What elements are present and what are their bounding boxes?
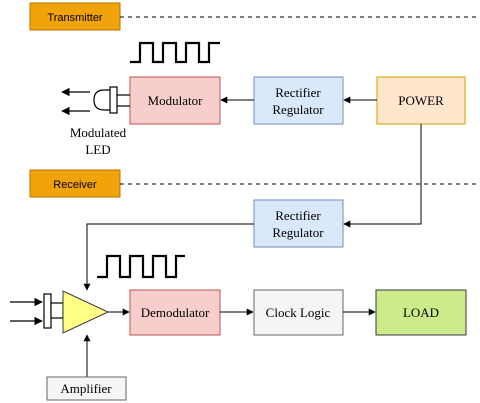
led-label-line1: Modulated bbox=[70, 125, 127, 140]
arrow-rx-rectifier-to-amplifier bbox=[83, 223, 254, 291]
power-block: POWER bbox=[376, 76, 466, 125]
transmitter-section-tag: Transmitter bbox=[29, 2, 121, 31]
amplifier-label: Amplifier bbox=[60, 381, 112, 396]
amplifier-triangle-icon bbox=[62, 290, 110, 334]
rx-regulator-label: Regulator bbox=[272, 225, 324, 240]
modulator-label: Modulator bbox=[148, 93, 204, 108]
power-label: POWER bbox=[398, 93, 444, 108]
led-label-line2: LED bbox=[85, 142, 110, 157]
clock-logic-block: Clock Logic bbox=[253, 289, 344, 336]
load-block: LOAD bbox=[375, 289, 467, 336]
transmitter-square-wave-icon bbox=[130, 41, 220, 64]
rx-rectifier-regulator-block: Rectifier Regulator bbox=[253, 199, 344, 248]
demodulator-label: Demodulator bbox=[141, 305, 210, 320]
amplifier-label-block: Amplifier bbox=[46, 376, 127, 401]
photodetector-icon bbox=[43, 293, 64, 329]
clock-logic-label: Clock Logic bbox=[266, 305, 331, 320]
tx-regulator-label: Regulator bbox=[272, 102, 324, 117]
load-label: LOAD bbox=[403, 305, 439, 320]
arrow-power-to-rx-rectifier bbox=[343, 124, 422, 228]
tx-rectifier-label: Rectifier bbox=[275, 85, 321, 100]
demodulator-block: Demodulator bbox=[129, 289, 221, 336]
led-icon bbox=[93, 86, 130, 114]
tx-rectifier-regulator-block: Rectifier Regulator bbox=[253, 76, 344, 125]
rx-rectifier-label: Rectifier bbox=[275, 208, 321, 223]
modulator-block: Modulator bbox=[129, 76, 221, 125]
receiver-square-wave-icon bbox=[97, 254, 185, 279]
transmitter-label: Transmitter bbox=[47, 12, 103, 24]
receiver-label: Receiver bbox=[53, 179, 97, 191]
receiver-section-tag: Receiver bbox=[29, 169, 121, 198]
